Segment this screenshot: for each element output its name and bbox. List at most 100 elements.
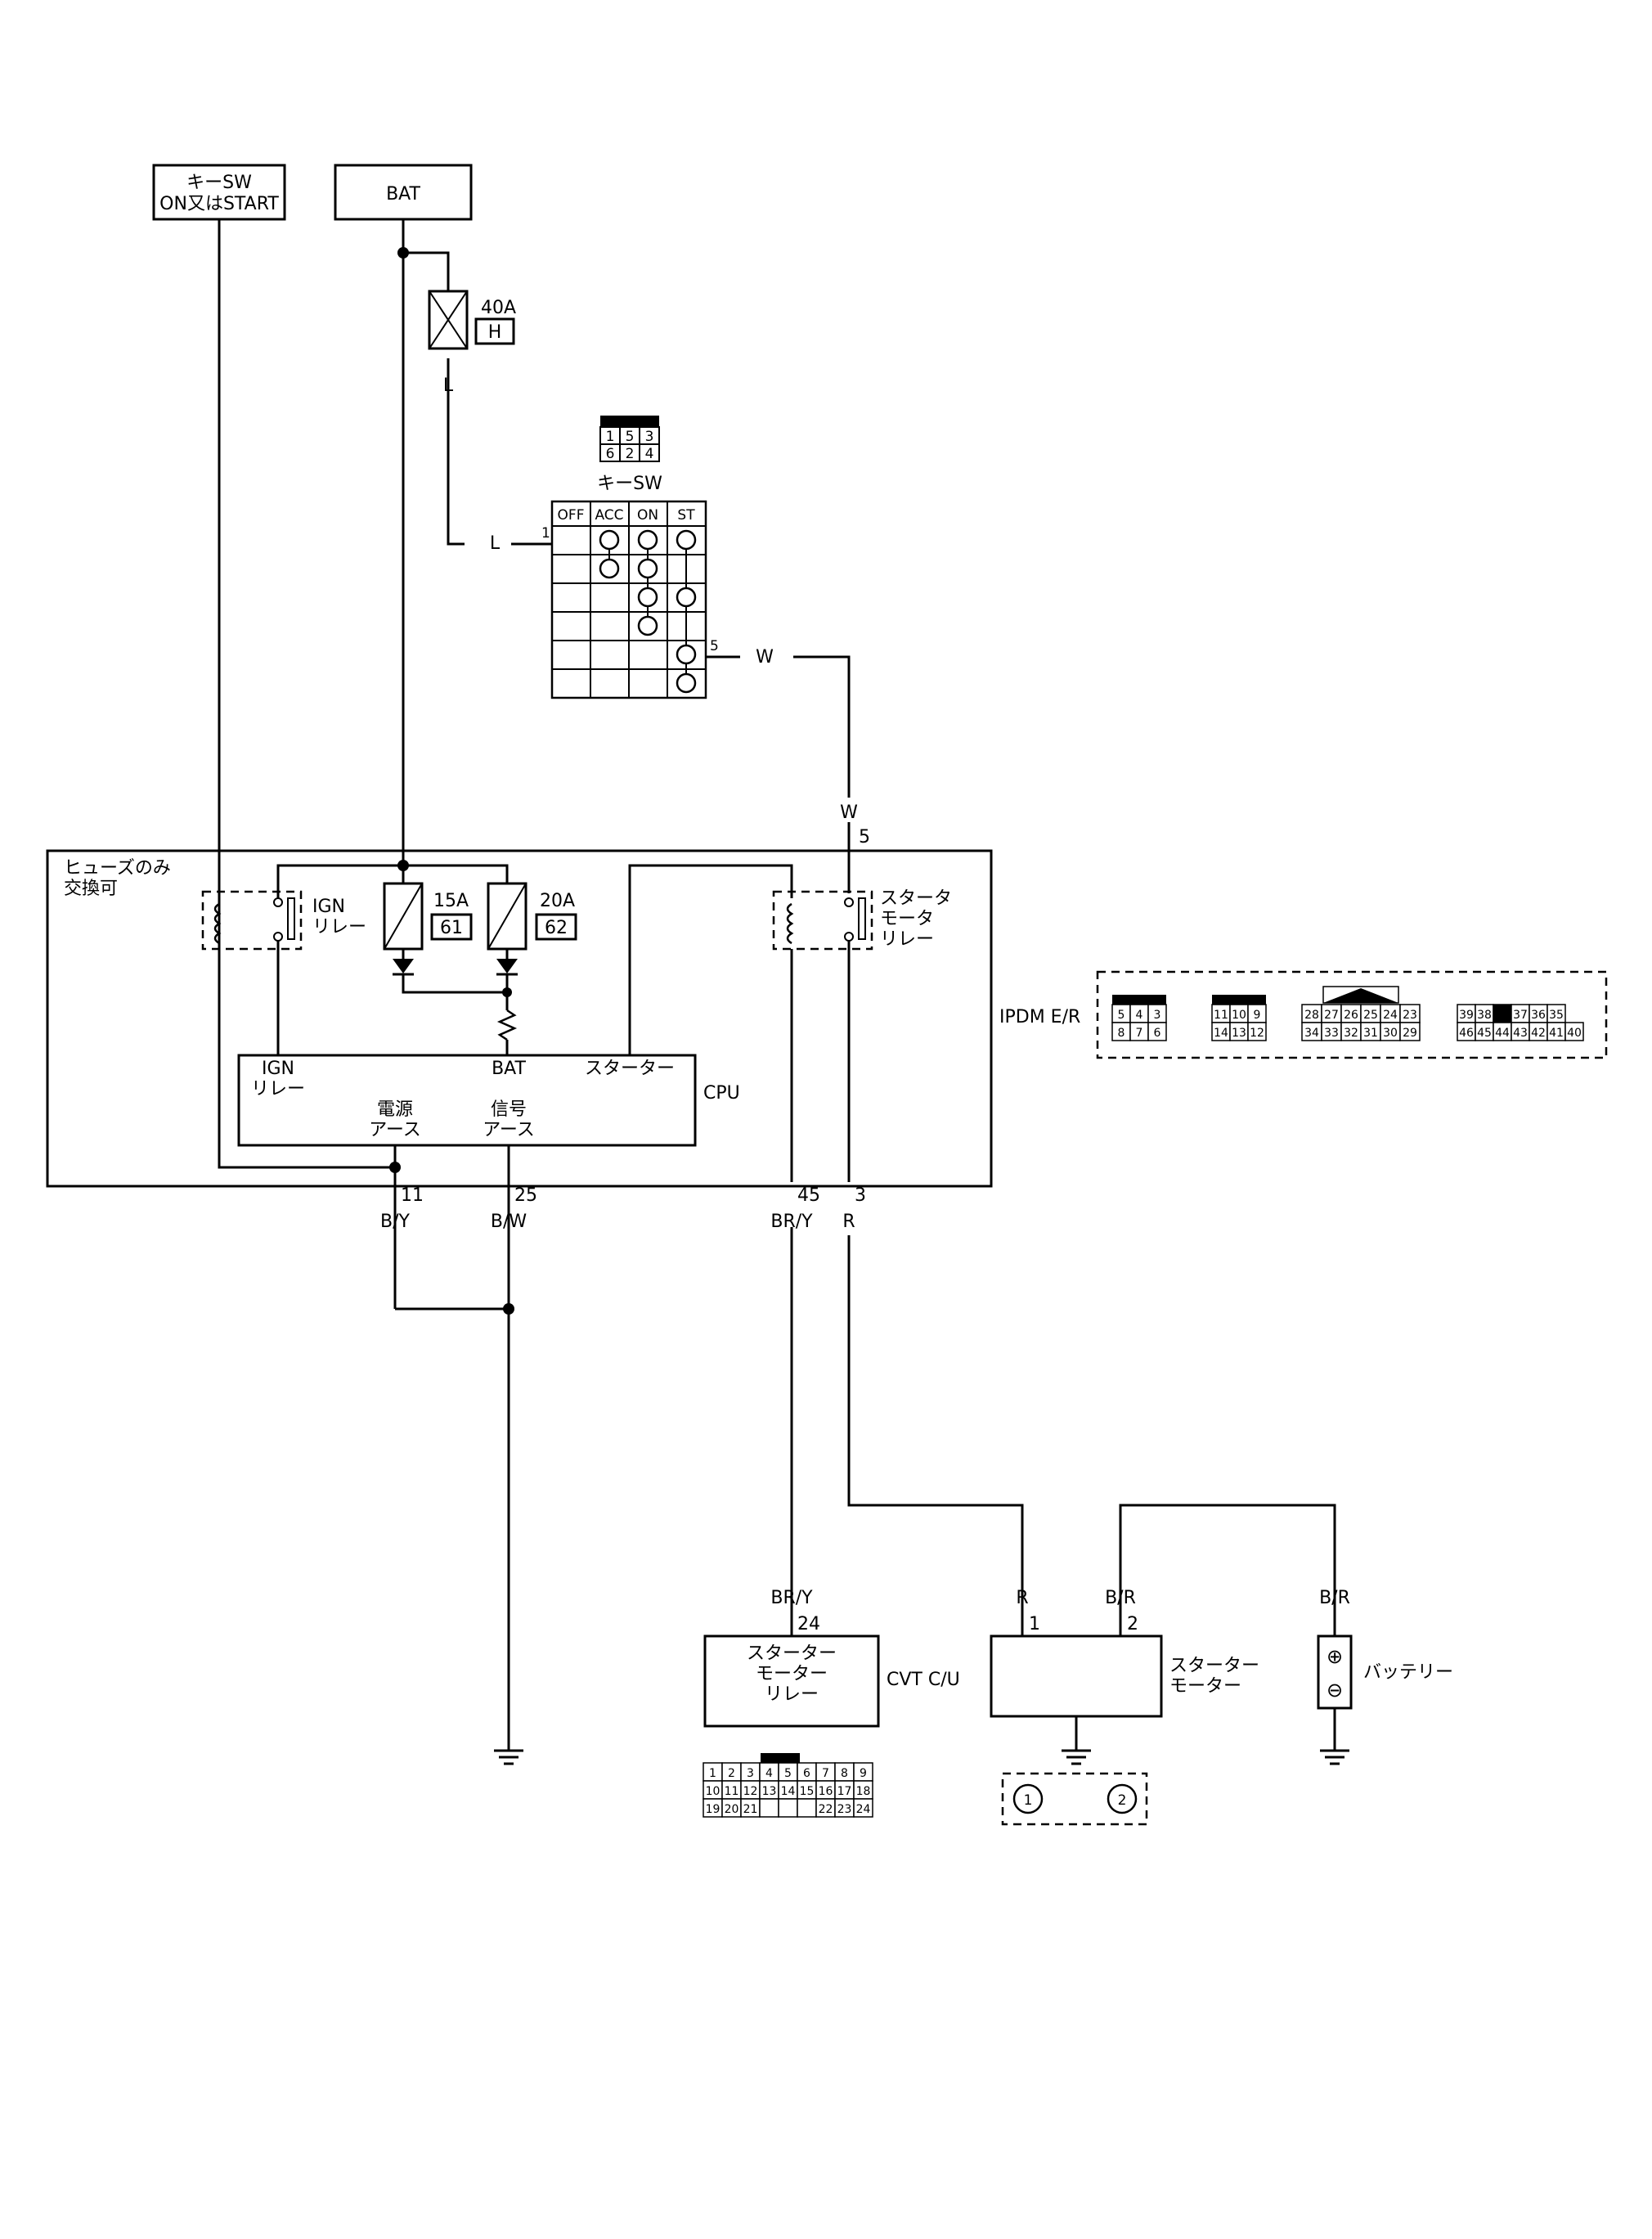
conn-c-pin: 24 (1383, 1009, 1398, 1022)
ign-relay: IGN リレー (201, 890, 366, 951)
diodes (393, 949, 518, 1055)
wire-label-r-top: R (842, 1212, 855, 1232)
conn-cvt-pin: 8 (841, 1767, 848, 1780)
cvt-pin: 24 (797, 1614, 820, 1634)
conn-cvt-pin: 10 (706, 1785, 721, 1798)
wire-label-by: B/Y (380, 1212, 411, 1232)
conn-a-cell (1147, 1022, 1167, 1041)
conn-c-pin: 23 (1403, 1009, 1417, 1022)
conn-d-pin: 40 (1567, 1027, 1582, 1040)
conn-c-pin: 30 (1383, 1027, 1398, 1040)
cpu-starter: スターター (585, 1059, 675, 1079)
conn-cvt-pin: 20 (725, 1803, 739, 1816)
fuse-only-line1: ヒューズのみ (64, 858, 171, 879)
wire-label-l1: L (443, 375, 454, 396)
bat-source-label: BAT (386, 184, 420, 205)
conn-cvt-pin: 24 (856, 1803, 871, 1816)
cpu-signal-gnd-line1: 信号 (491, 1099, 527, 1120)
conn-d-pin: 43 (1513, 1027, 1528, 1040)
wire-label-bry-bottom: BR/Y (770, 1588, 813, 1608)
conn-cvt-pin: 16 (819, 1785, 833, 1798)
conn-cvt-pin: 12 (743, 1785, 758, 1798)
starter-relay-line1: スタータ (880, 888, 952, 909)
conn-cvt-pin: 18 (856, 1785, 871, 1798)
key-col-st: ST (677, 507, 695, 524)
key-sw-source-line2: ON又はSTART (159, 194, 279, 214)
ipdm-pin-25: 25 (514, 1185, 537, 1206)
conn-cvt-pin: 1 (709, 1767, 716, 1780)
starter-pin-2: 2 (1127, 1614, 1138, 1634)
fuse-40a-code: H (488, 322, 502, 343)
key-conn-pin-5: 5 (626, 429, 635, 445)
fuse-20a-code: 62 (545, 918, 568, 938)
cpu-ign-line1: IGN (262, 1059, 294, 1079)
conn-b-pin: 12 (1250, 1027, 1264, 1040)
key-pin-in: 1 (541, 525, 550, 542)
conn-cvt-pin: 5 (784, 1767, 792, 1780)
cpu-power-gnd-line2: アース (369, 1120, 421, 1140)
ground-starter (1062, 1749, 1091, 1765)
fuse-40a-rating: 40A (481, 298, 516, 318)
conn-d-pin: 44 (1495, 1027, 1510, 1040)
key-switch-label: キーSW (597, 474, 662, 494)
conn-cvt-pin: 11 (725, 1785, 739, 1798)
cpu-signal-gnd-line2: アース (483, 1120, 535, 1140)
cpu-bat: BAT (492, 1059, 526, 1079)
fuse-15a-code: 61 (440, 918, 463, 938)
conn-c-pin: 25 (1363, 1009, 1378, 1022)
cvt-name: CVT C/U (887, 1670, 960, 1690)
conn-cvt-header (761, 1753, 800, 1763)
wire-label-l2: L (490, 533, 501, 554)
starter-motor-line1: スターター (1169, 1656, 1259, 1676)
fuse-40a: 40A H (428, 290, 516, 350)
ipdm-box: ヒューズのみ 交換可 IPDM E/R (46, 849, 1080, 1188)
key-col-off: OFF (558, 507, 585, 524)
conn-a-pin: 4 (1136, 1009, 1143, 1022)
conn-cvt-pin: 6 (803, 1767, 810, 1780)
cvt-box-line3: リレー (765, 1684, 819, 1705)
key-pin-out: 5 (710, 638, 719, 654)
conn-cvt-pin: 22 (819, 1803, 833, 1816)
fuse-15a: 15A 61 (383, 882, 473, 951)
fuse-20a: 20A 62 (487, 882, 577, 951)
battery-label: バッテリー (1363, 1662, 1453, 1683)
ipdm-connector-c-header (1323, 988, 1398, 1003)
fuse-only-line2: 交換可 (64, 879, 118, 899)
conn-d-pin: 38 (1477, 1009, 1492, 1022)
key-switch-connector: 1 5 3 6 2 4 (599, 416, 660, 462)
wire-label-bw: B/W (491, 1212, 527, 1232)
key-switch-table: OFF ACC ON ST 1 5 (541, 500, 720, 699)
conn-c-pin: 26 (1344, 1009, 1358, 1022)
key-sw-source: キーSW ON又はSTART (152, 164, 286, 221)
conn-c-pin: 33 (1324, 1027, 1339, 1040)
wire-label-r-bottom: R (1016, 1588, 1028, 1608)
ign-relay-line2: リレー (312, 917, 366, 937)
key-conn-pin-4: 4 (645, 446, 654, 462)
conn-c-cell (1399, 1022, 1421, 1041)
conn-cvt-cell (853, 1798, 873, 1818)
starter-pin-1: 1 (1029, 1614, 1040, 1634)
conn-a-pin: 8 (1118, 1027, 1125, 1040)
ipdm-name: IPDM E/R (999, 1007, 1080, 1027)
conn-b-cell (1247, 1022, 1267, 1041)
key-col-acc: ACC (595, 507, 623, 524)
battery-minus-icon: ⊖ (1327, 1679, 1343, 1702)
conn-a-header (1112, 995, 1166, 1005)
conn-cvt-cell (778, 1798, 798, 1818)
conn-d-pin: 42 (1531, 1027, 1546, 1040)
conn-d-pin: 46 (1459, 1027, 1474, 1040)
conn-c-pin: 34 (1304, 1027, 1319, 1040)
conn-c-pin: 32 (1344, 1027, 1358, 1040)
key-col-on: ON (637, 507, 658, 524)
conn-d-cell (1493, 1004, 1512, 1023)
starter-motor: スターター モーター (990, 1634, 1259, 1718)
ipdm-pin-in: 5 (859, 827, 870, 847)
key-sw-source-line1: キーSW (186, 173, 252, 193)
conn-d-pin: 35 (1549, 1009, 1564, 1022)
